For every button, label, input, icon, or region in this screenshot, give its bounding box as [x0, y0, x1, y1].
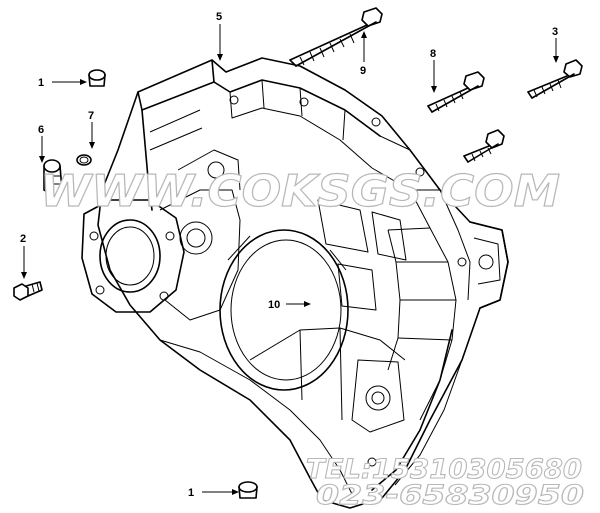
dowel-cap-bottom [238, 481, 258, 499]
callout-1-top: 1 [38, 77, 44, 89]
callout-9: 9 [360, 65, 366, 77]
callout-2: 2 [20, 233, 26, 245]
callout-7: 7 [88, 110, 94, 122]
bolt-9 [289, 7, 383, 67]
callout-5: 5 [216, 11, 222, 23]
callout-3: 3 [552, 26, 558, 38]
callout-8: 8 [430, 48, 436, 60]
gasket-plate [81, 199, 185, 313]
bolt-right [463, 129, 505, 163]
flywheel-housing [97, 57, 509, 509]
watermark-tel: TEL:15310305680 [306, 454, 582, 485]
plug-part [43, 159, 63, 197]
crankshaft-bore [219, 229, 349, 391]
callout-10: 10 [268, 299, 280, 311]
bolt-3 [527, 59, 583, 99]
callout-1-bottom: 1 [188, 487, 194, 499]
leader-arrows [21, 24, 559, 495]
watermark-phone: 023-65830950 [316, 480, 584, 511]
bolt-2 [13, 281, 43, 301]
o-ring-part [76, 154, 92, 166]
dowel-cap-top [88, 69, 106, 87]
watermark-site: WWW.COKSGS.COM [40, 166, 560, 217]
callout-6: 6 [38, 124, 44, 136]
bolt-8 [427, 71, 485, 113]
